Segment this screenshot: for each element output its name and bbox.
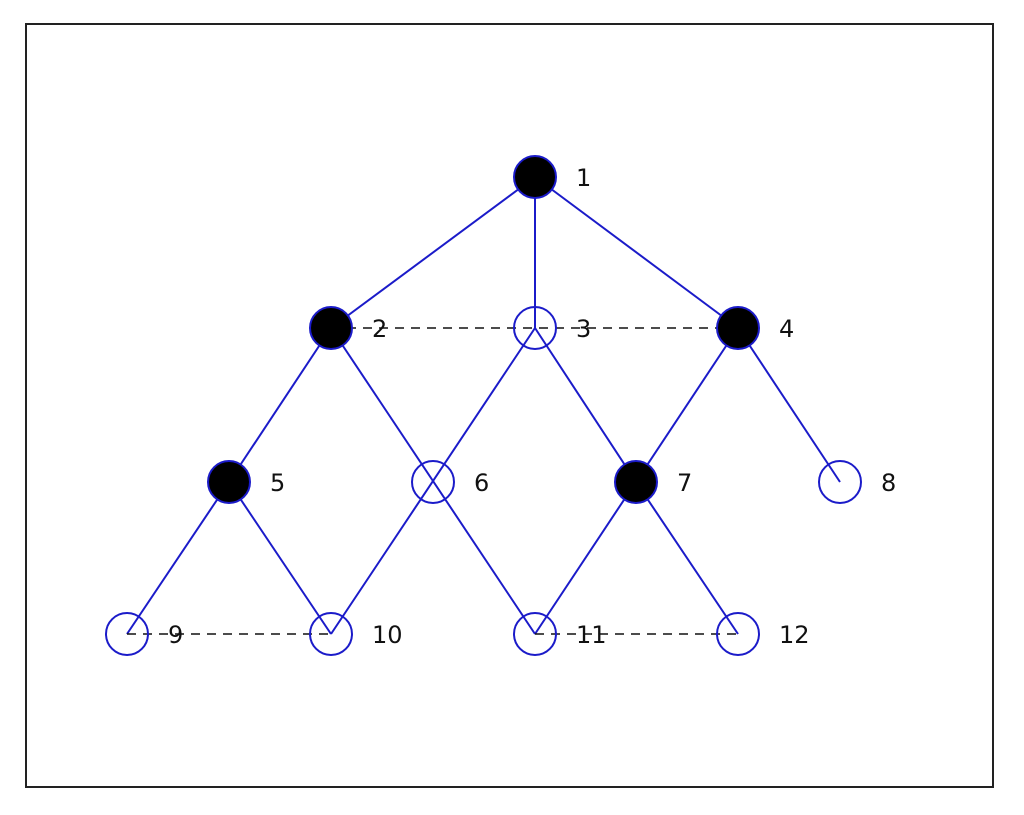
nodes-layer	[105, 155, 862, 656]
edge-5-10	[228, 481, 332, 635]
node-7	[614, 460, 658, 504]
diagram-frame	[25, 23, 994, 788]
node-label-4: 4	[779, 315, 794, 343]
node-11	[513, 612, 557, 656]
edges-layer	[126, 176, 841, 635]
edge-2-5	[228, 327, 332, 483]
node-label-5: 5	[270, 469, 285, 497]
node-10	[309, 612, 353, 656]
edge-4-8	[737, 327, 841, 483]
node-label-7: 7	[677, 469, 692, 497]
node-3	[513, 306, 557, 350]
node-6	[411, 460, 455, 504]
node-label-11: 11	[576, 621, 607, 649]
node-label-1: 1	[576, 164, 591, 192]
node-label-2: 2	[372, 315, 387, 343]
edge-3-7	[534, 327, 637, 483]
node-9	[105, 612, 149, 656]
node-8	[818, 460, 862, 504]
edge-3-10	[330, 327, 536, 635]
edge-1-2	[330, 176, 536, 329]
node-label-9: 9	[168, 621, 183, 649]
node-label-8: 8	[881, 469, 896, 497]
edge-1-4	[534, 176, 739, 329]
node-2	[309, 306, 353, 350]
node-label-10: 10	[372, 621, 403, 649]
node-5	[207, 460, 251, 504]
node-12	[716, 612, 760, 656]
node-label-6: 6	[474, 469, 489, 497]
edge-7-12	[635, 481, 739, 635]
edge-5-9	[126, 481, 230, 635]
node-4	[716, 306, 760, 350]
node-1	[513, 155, 557, 199]
node-label-12: 12	[779, 621, 810, 649]
node-label-3: 3	[576, 315, 591, 343]
